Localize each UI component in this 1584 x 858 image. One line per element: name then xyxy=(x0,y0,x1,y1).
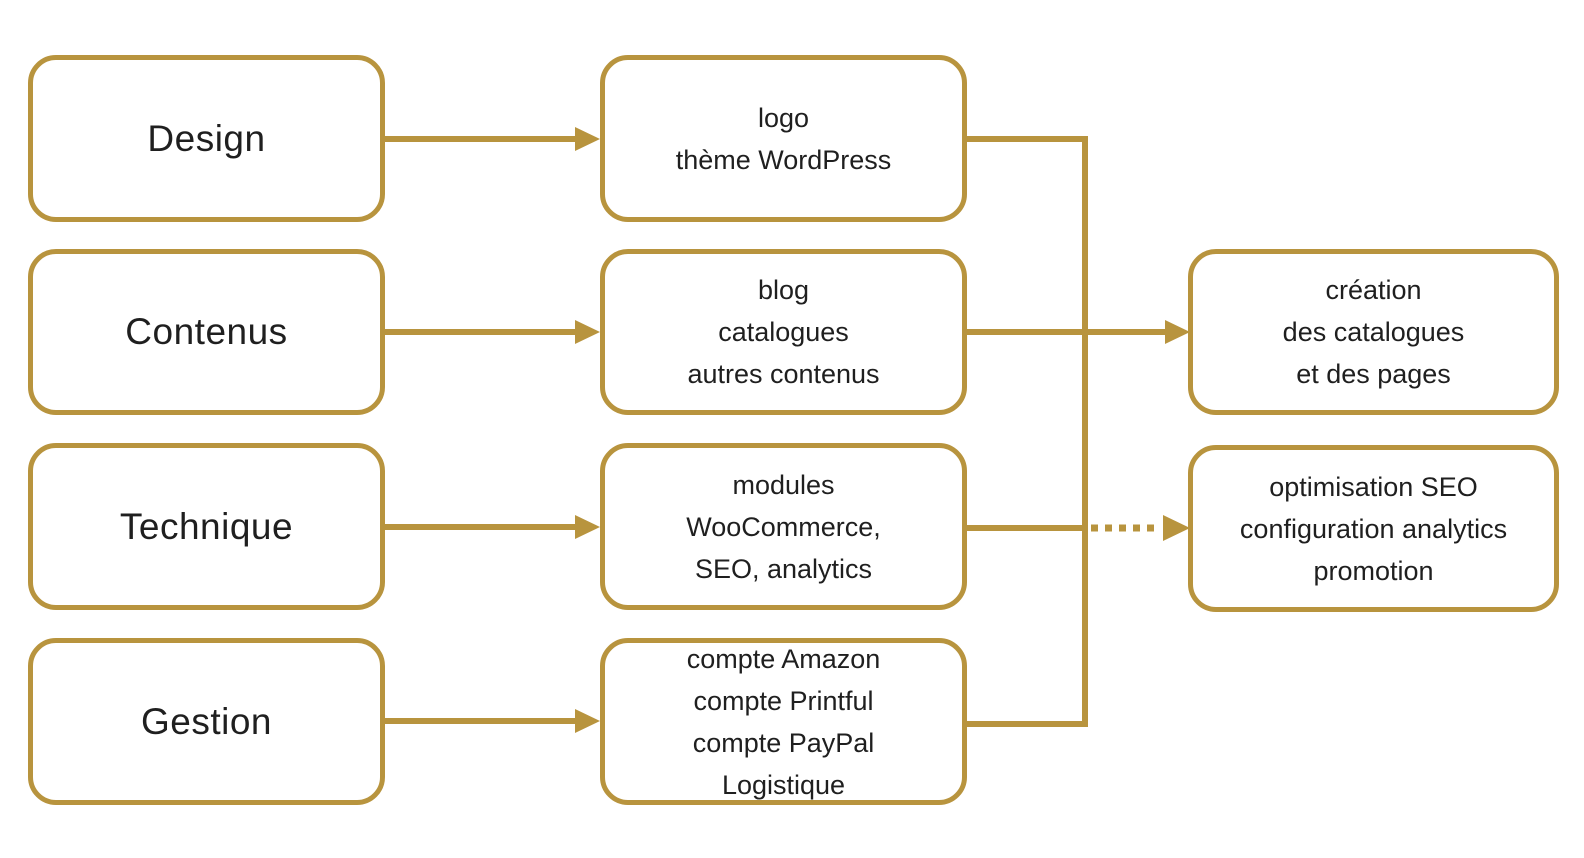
arrow-technique-to-modules xyxy=(385,515,600,539)
box-creation-catalogues-pages: création des catalogues et des pages xyxy=(1188,249,1559,415)
box-line: des catalogues xyxy=(1282,317,1465,347)
box-line: Logistique xyxy=(721,769,846,800)
box-line: compte Printful xyxy=(693,685,874,716)
box-technique: Technique xyxy=(28,443,385,610)
arrow-blog-to-creation xyxy=(965,320,1190,344)
box-line: logo xyxy=(757,102,810,133)
box-design: Design xyxy=(28,55,385,222)
arrow-contenus-to-blog xyxy=(385,320,600,344)
dotted-arrow-modules-to-optimisation xyxy=(965,515,1190,541)
arrow-gestion-to-comptes xyxy=(385,709,600,733)
box-line: SEO, analytics xyxy=(694,553,873,584)
box-label: Contenus xyxy=(125,311,288,352)
box-label: Technique xyxy=(119,505,294,547)
box-label: Gestion xyxy=(140,700,272,742)
box-modules-woocommerce: modules WooCommerce, SEO, analytics xyxy=(600,443,967,610)
box-gestion: Gestion xyxy=(28,638,385,805)
box-line: autres contenus xyxy=(687,359,880,389)
box-blog-catalogues: blog catalogues autres contenus xyxy=(600,249,967,415)
box-line: catalogues xyxy=(718,317,849,347)
box-optimisation-seo: optimisation SEO configuration analytics… xyxy=(1188,445,1559,612)
box-line: configuration analytics xyxy=(1239,513,1508,544)
box-line: optimisation SEO xyxy=(1269,471,1478,502)
box-line: thème WordPress xyxy=(675,144,892,175)
box-line: WooCommerce, xyxy=(686,511,881,542)
box-line: et des pages xyxy=(1296,359,1451,389)
box-line: compte PayPal xyxy=(692,727,875,758)
arrow-design-to-logo xyxy=(385,127,600,151)
box-line: blog xyxy=(757,275,810,305)
box-line: promotion xyxy=(1313,555,1434,586)
box-comptes-logistique: compte Amazon compte Printful compte Pay… xyxy=(600,638,967,805)
box-contenus: Contenus xyxy=(28,249,385,415)
box-line: création xyxy=(1325,275,1422,305)
box-logo-theme: logo thème WordPress xyxy=(600,55,967,222)
box-line: modules xyxy=(732,469,835,500)
box-line: compte Amazon xyxy=(686,643,881,674)
trunk-connector xyxy=(965,136,1088,727)
box-label: Design xyxy=(147,117,266,159)
